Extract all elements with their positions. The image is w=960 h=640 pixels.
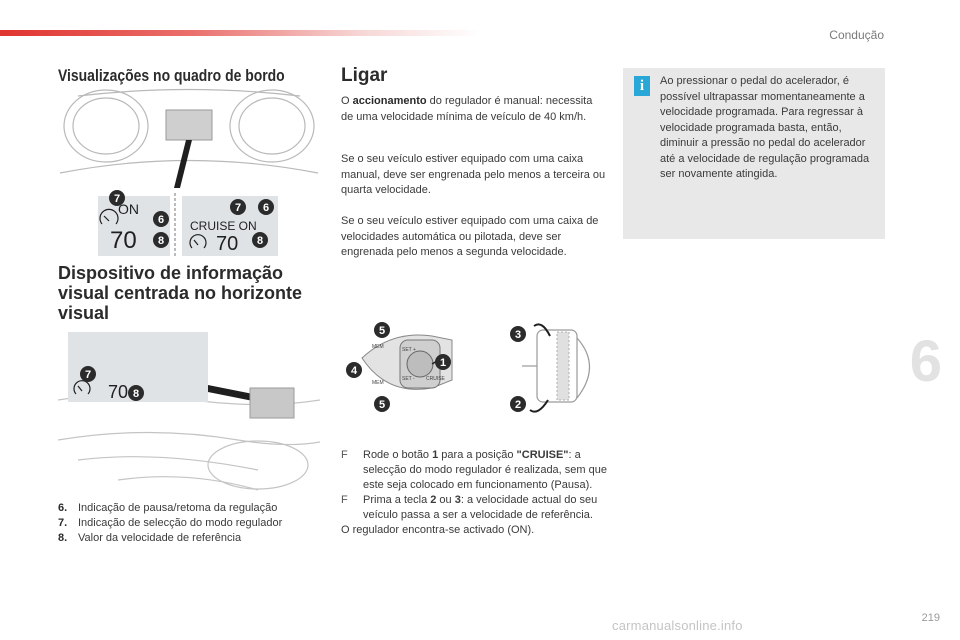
speed-value-left: 70 — [110, 227, 137, 254]
status-cruise-text: CRUISE ON — [190, 219, 257, 233]
callout-5-top — [374, 322, 390, 338]
callout-8-left-label: 8 — [158, 235, 164, 247]
step-bullet-icon: F — [341, 449, 348, 461]
callout-5-bottom-label: 5 — [379, 399, 385, 411]
callout-4 — [346, 362, 362, 378]
legend-item: 6.Indicação de pausa/retoma da regulação — [58, 502, 278, 514]
callout-7-hud-label: 7 — [85, 369, 91, 381]
info-icon: i — [634, 76, 650, 96]
pointer-arrow — [174, 140, 192, 188]
paragraph-manual-gearbox: Se o seu veículo estiver equipado com um… — [341, 153, 606, 196]
section-title: Condução — [829, 28, 884, 42]
callout-7-right — [230, 199, 246, 215]
callout-8-hud — [128, 385, 144, 401]
callout-5-bottom — [374, 396, 390, 412]
callout-2 — [510, 396, 526, 412]
chapter-number: 6 — [909, 329, 942, 394]
switch-label-cruise: CRUISE — [426, 376, 446, 382]
page-number: 219 — [921, 612, 940, 624]
callout-8-hud-label: 8 — [133, 388, 139, 400]
heading-head-up-display: Dispositivo de informação visual centrad… — [58, 263, 303, 323]
watermark: carmanualsonline.info — [612, 618, 743, 633]
hud-unit — [249, 387, 295, 419]
callout-1-label: 1 — [440, 357, 446, 369]
instrument-cluster-outline — [59, 88, 319, 174]
step-bullet-icon: F — [341, 494, 348, 506]
callout-6-left-label: 6 — [158, 214, 164, 226]
callout-7-hud — [80, 366, 96, 382]
callout-8-left — [153, 232, 169, 248]
callout-5-top-label: 5 — [379, 325, 385, 337]
callout-2-label: 2 — [515, 399, 521, 411]
speedometer-icon-right — [189, 234, 207, 249]
callout-4-label: 4 — [351, 365, 358, 377]
center-screen — [165, 109, 213, 141]
status-on-text: ON — [118, 201, 139, 217]
hud-speed-value: 70 — [108, 382, 128, 402]
arrow-up — [533, 323, 551, 337]
switch-label-set-minus: SET - — [402, 376, 415, 382]
steering-wheel-outline — [522, 329, 590, 403]
dashboard-display-figure: ON 70 CRUISE ON 70 7 6 8 7 6 8 — [59, 88, 319, 256]
callout-7-left — [109, 190, 125, 206]
speed-value-right: 70 — [216, 233, 238, 255]
heading-dashboard-displays: Visualizações no quadro de bordo — [58, 66, 285, 85]
callout-8-right — [252, 232, 268, 248]
info-box: i Ao pressionar o pedal do acelerador, é… — [623, 68, 885, 239]
arrow-down — [529, 399, 549, 413]
callout-1 — [435, 354, 451, 370]
head-up-display-figure: 70 7 8 — [58, 332, 320, 491]
instruction-steps: F Rode o botão 1 para a posição "CRUISE"… — [341, 448, 611, 538]
paddle-area — [556, 331, 570, 401]
speedometer-icon-hud — [73, 380, 91, 395]
speedometer-icon-left — [99, 208, 119, 225]
callout-3-label: 3 — [515, 329, 521, 341]
callout-7-left-label: 7 — [114, 193, 120, 205]
switch-label-mem-top: MEM — [372, 344, 384, 350]
callout-3 — [510, 326, 526, 342]
callout-6-right — [258, 199, 274, 215]
legend-list: 6.Indicação de pausa/retoma da regulação… — [58, 501, 328, 546]
info-text: Ao pressionar o pedal do acelerador, é p… — [660, 75, 870, 180]
switch-label-set-plus: SET + — [402, 347, 416, 353]
closing-note: O regulador encontra-se activado (ON). — [341, 524, 535, 536]
callout-6-right-label: 6 — [263, 202, 269, 214]
paragraph-activation: O accionamento do regulador é manual: ne… — [341, 95, 593, 123]
switch-label-mem-bottom: MEM — [372, 380, 384, 386]
callout-7-right-label: 7 — [235, 202, 241, 214]
heading-ligar: Ligar — [341, 65, 388, 86]
step-item: F Rode o botão 1 para a posição "CRUISE"… — [341, 449, 607, 491]
header-accent-bar — [0, 30, 480, 36]
callout-8-right-label: 8 — [257, 235, 263, 247]
legend-item: 8.Valor da velocidade de referência — [58, 532, 242, 544]
paragraph-automatic-gearbox: Se o seu veículo estiver equipado com um… — [341, 215, 599, 258]
legend-item: 7.Indicação de selecção do modo regulado… — [58, 517, 283, 529]
control-stalk — [361, 334, 453, 390]
callout-6-left — [153, 211, 169, 227]
step-item: F Prima a tecla 2 ou 3: a velocidade act… — [341, 494, 598, 521]
cruise-control-stalk-figure: MEM MEM SET + SET - CRUISE 5 4 1 5 3 2 — [346, 322, 590, 413]
